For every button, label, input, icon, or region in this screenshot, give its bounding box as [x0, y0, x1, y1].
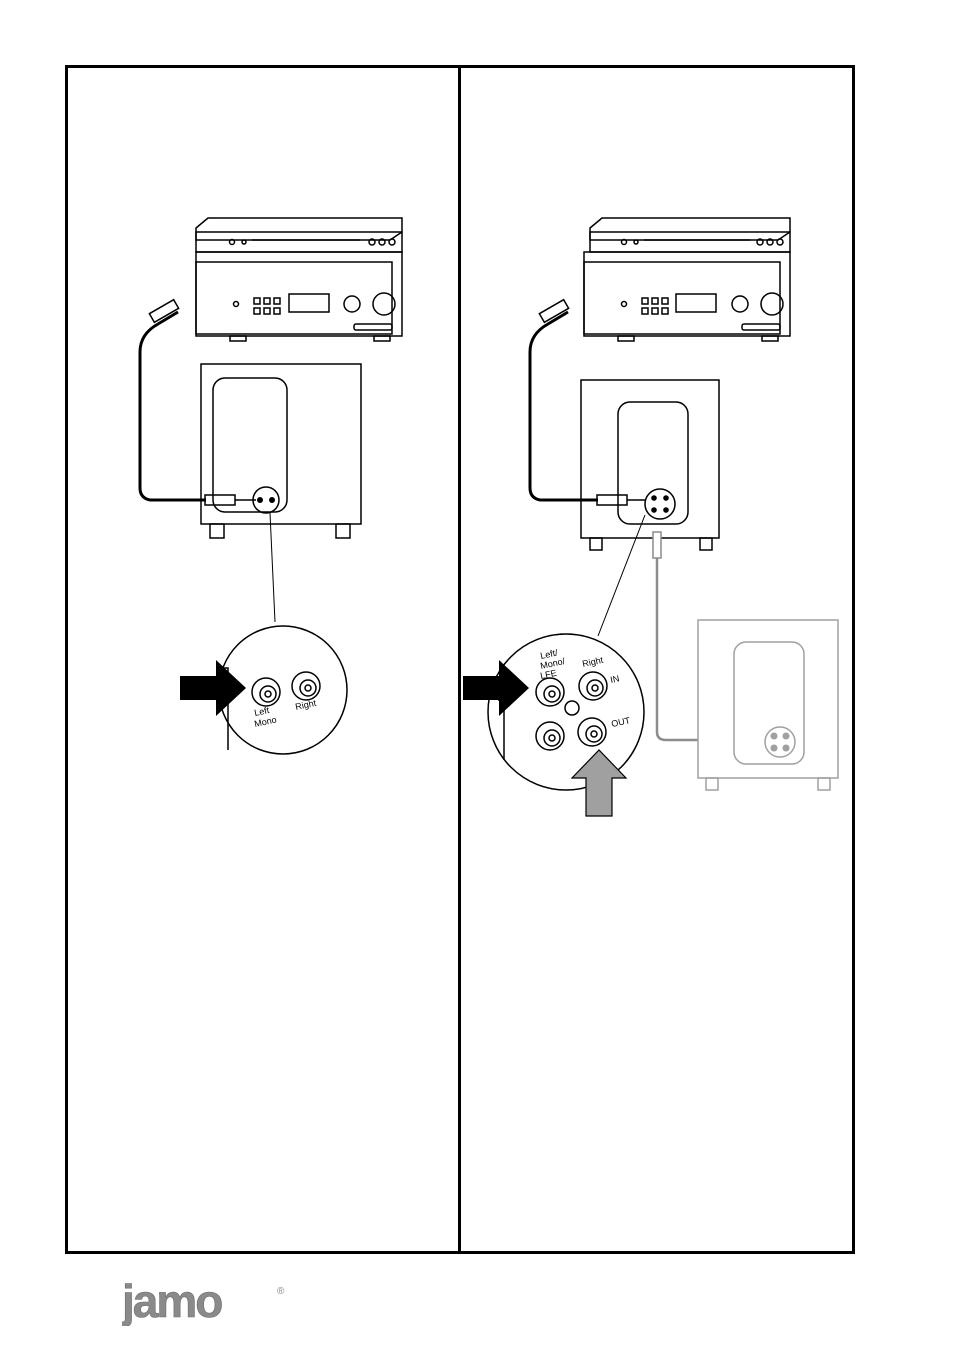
subwoofer-secondary [698, 620, 838, 790]
label-right-in: Right [581, 655, 604, 669]
right-panel: Left/ Mono/ LFE Right IN OUT [463, 218, 838, 816]
arrow-black-right [463, 660, 529, 716]
label-right: Right [294, 698, 317, 712]
jack-left-mono [252, 678, 280, 706]
jamo-logo-text: jamo [122, 1280, 222, 1326]
jack-out-right [578, 718, 606, 746]
jack-in-left [536, 678, 564, 706]
label-in: IN [609, 673, 620, 685]
dvd-player-left [196, 218, 402, 252]
label-out: OUT [610, 715, 631, 729]
arrow-grey-up [572, 750, 626, 816]
jack-in-right [579, 672, 607, 700]
receiver-right [584, 252, 790, 341]
arrow-black-left [180, 660, 246, 716]
left-panel: Left Mono Right [140, 218, 402, 754]
dvd-player-right [590, 218, 790, 252]
subwoofer-right [581, 380, 719, 636]
jamo-logo: jamo ® [122, 1280, 292, 1326]
jack-out-left [536, 722, 564, 750]
rca-cable-left [140, 300, 256, 505]
jack-right [292, 672, 320, 700]
subwoofer-left [201, 364, 361, 622]
ground-post [565, 701, 579, 715]
receiver-left [196, 252, 402, 341]
registered-mark: ® [277, 1286, 285, 1297]
zoom-inset-right: Left/ Mono/ LFE Right IN OUT [488, 634, 644, 790]
